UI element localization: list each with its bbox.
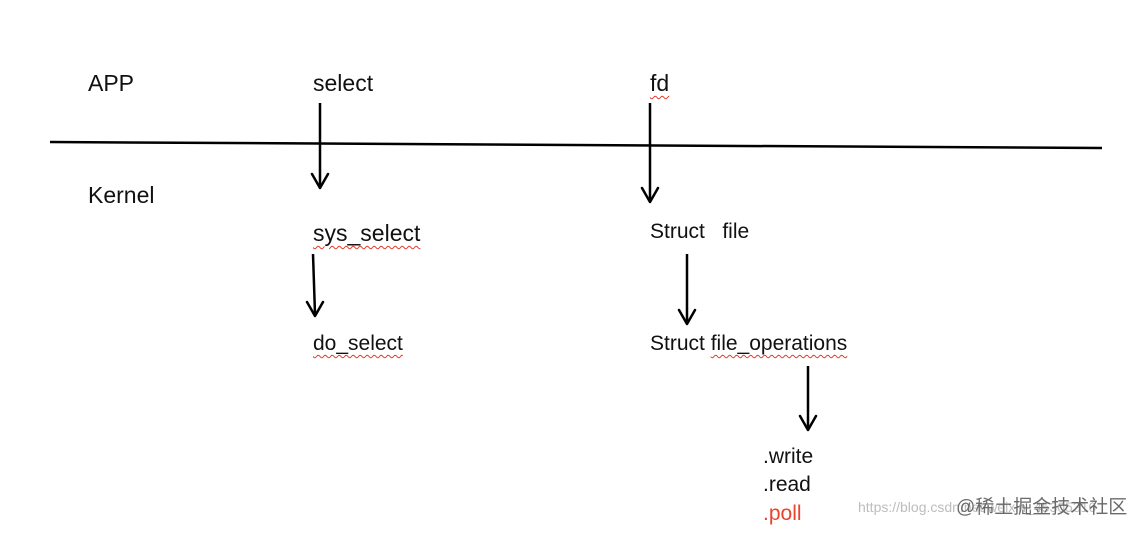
sys-select-label: sys_select: [313, 220, 421, 246]
struct-file-operations-label: Struct file_operations: [650, 333, 847, 354]
select-call-label: select: [313, 70, 374, 96]
do-select-label: do_select: [313, 332, 403, 355]
layer-label-kernel: Kernel: [88, 182, 155, 208]
arrow-sys-select-to-do-select: [305, 253, 325, 318]
op-read: .read: [763, 473, 811, 496]
fd-label: fd: [650, 70, 670, 96]
layer-label-app: APP: [88, 70, 135, 96]
op-write: .write: [763, 445, 814, 468]
watermark-url: https://blog.csdn.net/weixin_45305316: [858, 499, 1097, 515]
user-kernel-boundary: [49, 140, 1103, 150]
file-operations-name: file_operations: [710, 332, 848, 355]
struct-file-label: Struct file: [650, 220, 750, 243]
arrow-struct-file-to-file-operations: [677, 254, 697, 326]
arrow-select-to-sys-select: [310, 103, 330, 190]
watermark-brand: @稀土掘金技术社区: [956, 497, 1128, 518]
arrow-file-operations-to-methods: [798, 366, 818, 432]
op-poll: .poll: [763, 502, 802, 525]
arrow-fd-to-struct-file: [640, 103, 660, 204]
struct-keyword: Struct: [650, 332, 711, 355]
